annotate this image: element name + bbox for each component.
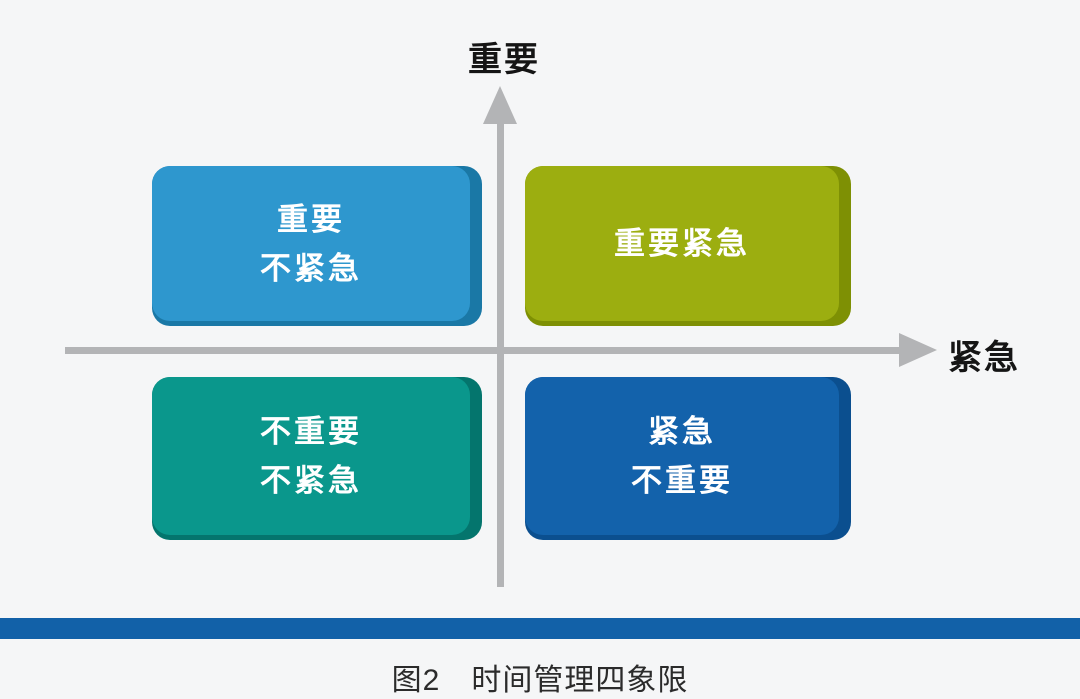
quadrant-important-not-urgent: 重要 不紧急 xyxy=(152,166,482,326)
y-axis-label: 重要 xyxy=(468,41,540,79)
quadrant-face: 重要 不紧急 xyxy=(152,166,470,321)
quadrant-label-line: 重要 xyxy=(277,201,345,237)
quadrant-face: 紧急 不重要 xyxy=(525,377,839,535)
quadrant-label-line: 不重要 xyxy=(631,463,733,498)
quadrant-important-urgent: 重要紧急 xyxy=(525,166,851,326)
quadrant-label-line: 重要紧急 xyxy=(614,226,750,261)
x-axis-arrow-icon xyxy=(899,333,937,367)
y-axis-arrow-icon xyxy=(483,86,517,124)
quadrant-face: 重要紧急 xyxy=(525,166,839,321)
quadrant-face: 不重要 不紧急 xyxy=(152,377,470,535)
quadrant-urgent-not-important: 紧急 不重要 xyxy=(525,377,851,540)
quadrant-label-line: 不紧急 xyxy=(260,250,362,286)
quadrant-not-important-not-urgent: 不重要 不紧急 xyxy=(152,377,482,540)
quadrant-label-line: 紧急 xyxy=(648,414,716,449)
quadrant-label-line: 不紧急 xyxy=(260,463,362,498)
quadrant-label-line: 不重要 xyxy=(260,414,362,449)
x-axis-line xyxy=(65,347,908,354)
x-axis-label: 紧急 xyxy=(948,339,1020,377)
figure-caption: 图2 时间管理四象限 xyxy=(391,664,689,697)
y-axis-line xyxy=(497,122,504,587)
bottom-divider-bar xyxy=(0,618,1080,639)
